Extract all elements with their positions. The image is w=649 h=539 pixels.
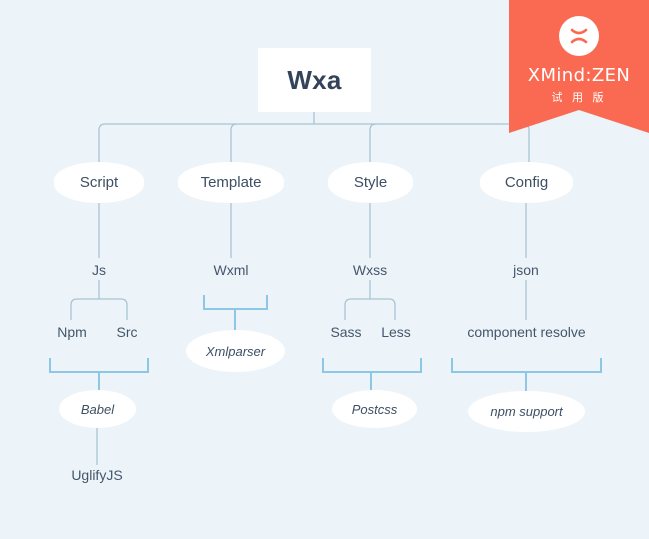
branch-node-config[interactable]: Config [480,162,573,203]
child-node-wxml[interactable]: Wxml [201,260,261,280]
leaf-node-npm[interactable]: Npm [48,322,96,342]
tail-node-uglifyjs[interactable]: UglifyJS [57,465,137,485]
summary-node-postcss[interactable]: Postcss [332,390,417,428]
leaf-node-less[interactable]: Less [373,322,419,342]
summary-label: Xmlparser [205,343,266,359]
watermark-subtitle: 试 用 版 [551,91,607,104]
xmind-watermark: XMind:ZEN 试 用 版 [509,0,649,133]
child-node-wxss[interactable]: Wxss [340,260,400,280]
leaf-label: Sass [330,324,362,340]
branch-node-script[interactable]: Script [54,162,144,203]
leaf-label: Npm [57,324,87,340]
summary-label: npm support [490,404,563,419]
child-label: Wxss [352,262,388,278]
root-node[interactable]: Wxa [258,48,371,112]
child-node-js[interactable]: Js [79,260,119,280]
watermark-title: XMind:ZEN [527,65,631,86]
branch-label: Config [504,174,549,191]
branch-label: Style [353,174,388,191]
leaf-node-sass[interactable]: Sass [322,322,370,342]
summary-label: Babel [80,401,115,417]
summary-node-xmlparser[interactable]: Xmlparser [186,330,285,372]
child-label: Js [92,262,106,278]
branch-node-style[interactable]: Style [328,162,413,203]
branch-node-template[interactable]: Template [178,162,284,203]
leaf-label: component resolve [467,324,586,340]
leaf-label: Src [116,324,138,340]
summary-label: Postcss [351,401,398,417]
xmind-x-icon [559,16,599,56]
summary-node-babel[interactable]: Babel [59,390,136,428]
summary-node-npm-support[interactable]: npm support [468,391,585,432]
leaf-label: Less [381,324,411,340]
child-label: Wxml [213,262,249,278]
leaf-node-src[interactable]: Src [105,322,149,342]
child-node-json[interactable]: json [496,260,556,280]
leaf-node-component-resolve[interactable]: component resolve [444,322,609,342]
branch-label: Script [79,174,119,191]
child-label: json [513,262,539,278]
tail-label: UglifyJS [71,467,123,483]
root-node-label: Wxa [287,64,342,95]
ribbon-shape [509,0,649,133]
branch-label: Template [200,174,262,191]
